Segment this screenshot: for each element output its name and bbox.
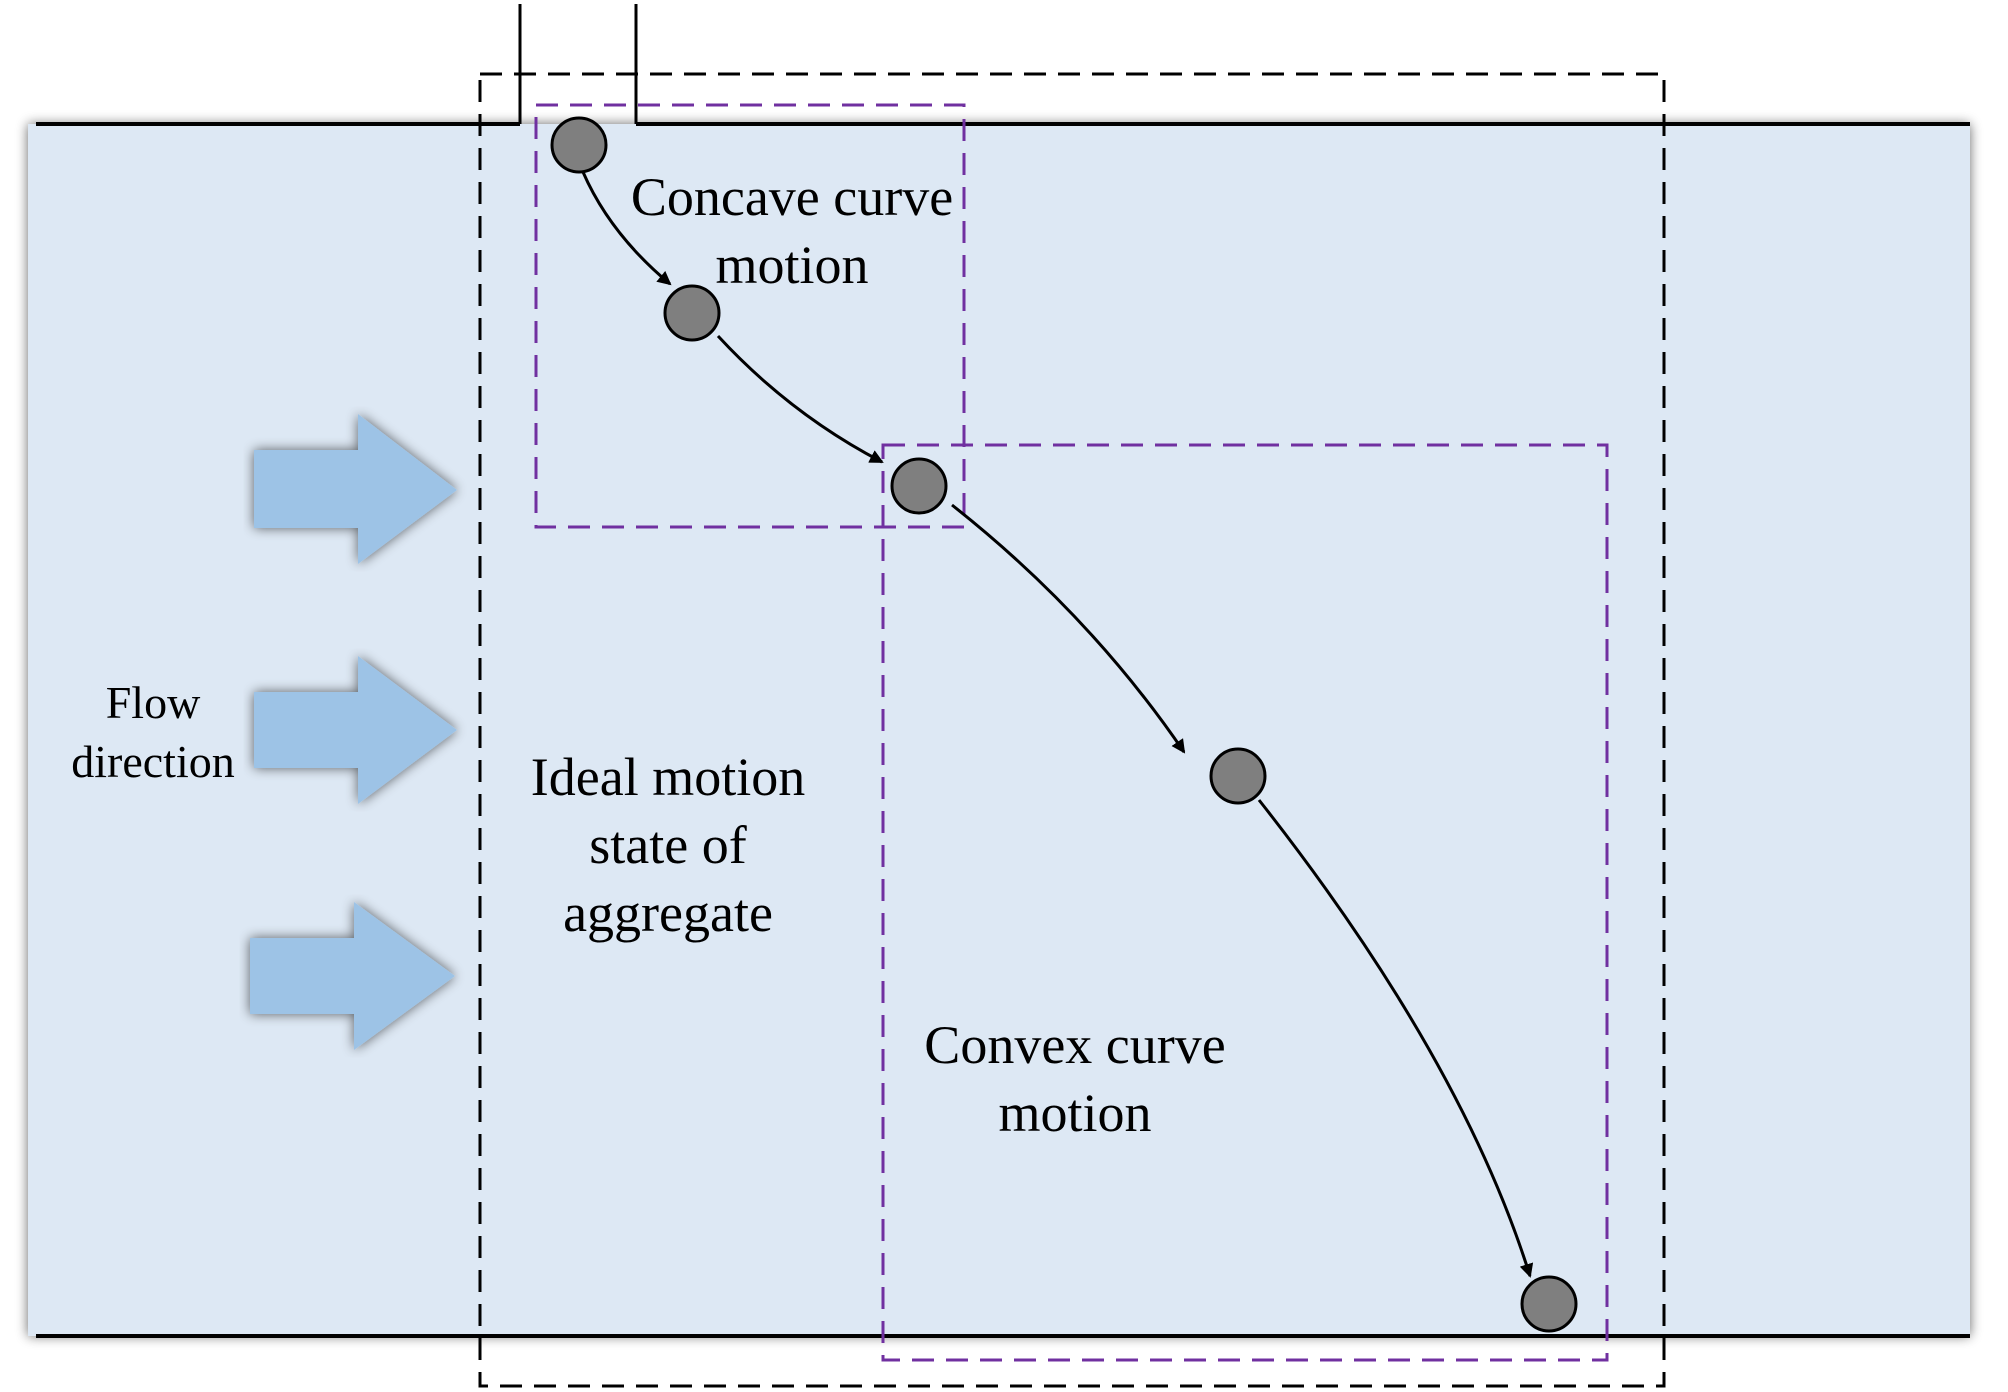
trajectory: [581, 171, 1534, 1278]
particle-icon: [1209, 747, 1267, 805]
convex-label-line1: Convex curve: [924, 1015, 1225, 1075]
concave-label-line1: Concave curve: [631, 167, 953, 227]
flow-label-line1: Flow: [106, 677, 201, 728]
convex-region: [881, 443, 1609, 1362]
trajectory-segment: [951, 503, 1186, 754]
concave-label-line2: motion: [715, 235, 868, 295]
ideal-label-line1: Ideal motion: [531, 747, 805, 807]
concave-region: [534, 103, 966, 529]
flow-arrows: [250, 414, 457, 1050]
flow-arrow-icon: [254, 414, 457, 564]
convex-label-line2: motion: [998, 1083, 1151, 1143]
particle-icon: [550, 116, 608, 174]
trajectory-segment: [1257, 799, 1534, 1278]
flow-arrow-icon: [250, 902, 455, 1050]
flow-label-line2: direction: [71, 736, 235, 787]
particle-icon: [1520, 1275, 1578, 1333]
ideal-label-line2: state of: [589, 815, 746, 875]
particle-icon: [890, 457, 948, 515]
particle-icon: [663, 284, 721, 342]
particles: [550, 116, 1578, 1333]
trajectory-segment: [716, 334, 884, 464]
trajectory-segment: [581, 171, 672, 286]
ideal-label-line3: aggregate: [563, 883, 773, 943]
flow-arrow-icon: [254, 656, 457, 804]
ideal-motion-region: [478, 72, 1666, 1388]
